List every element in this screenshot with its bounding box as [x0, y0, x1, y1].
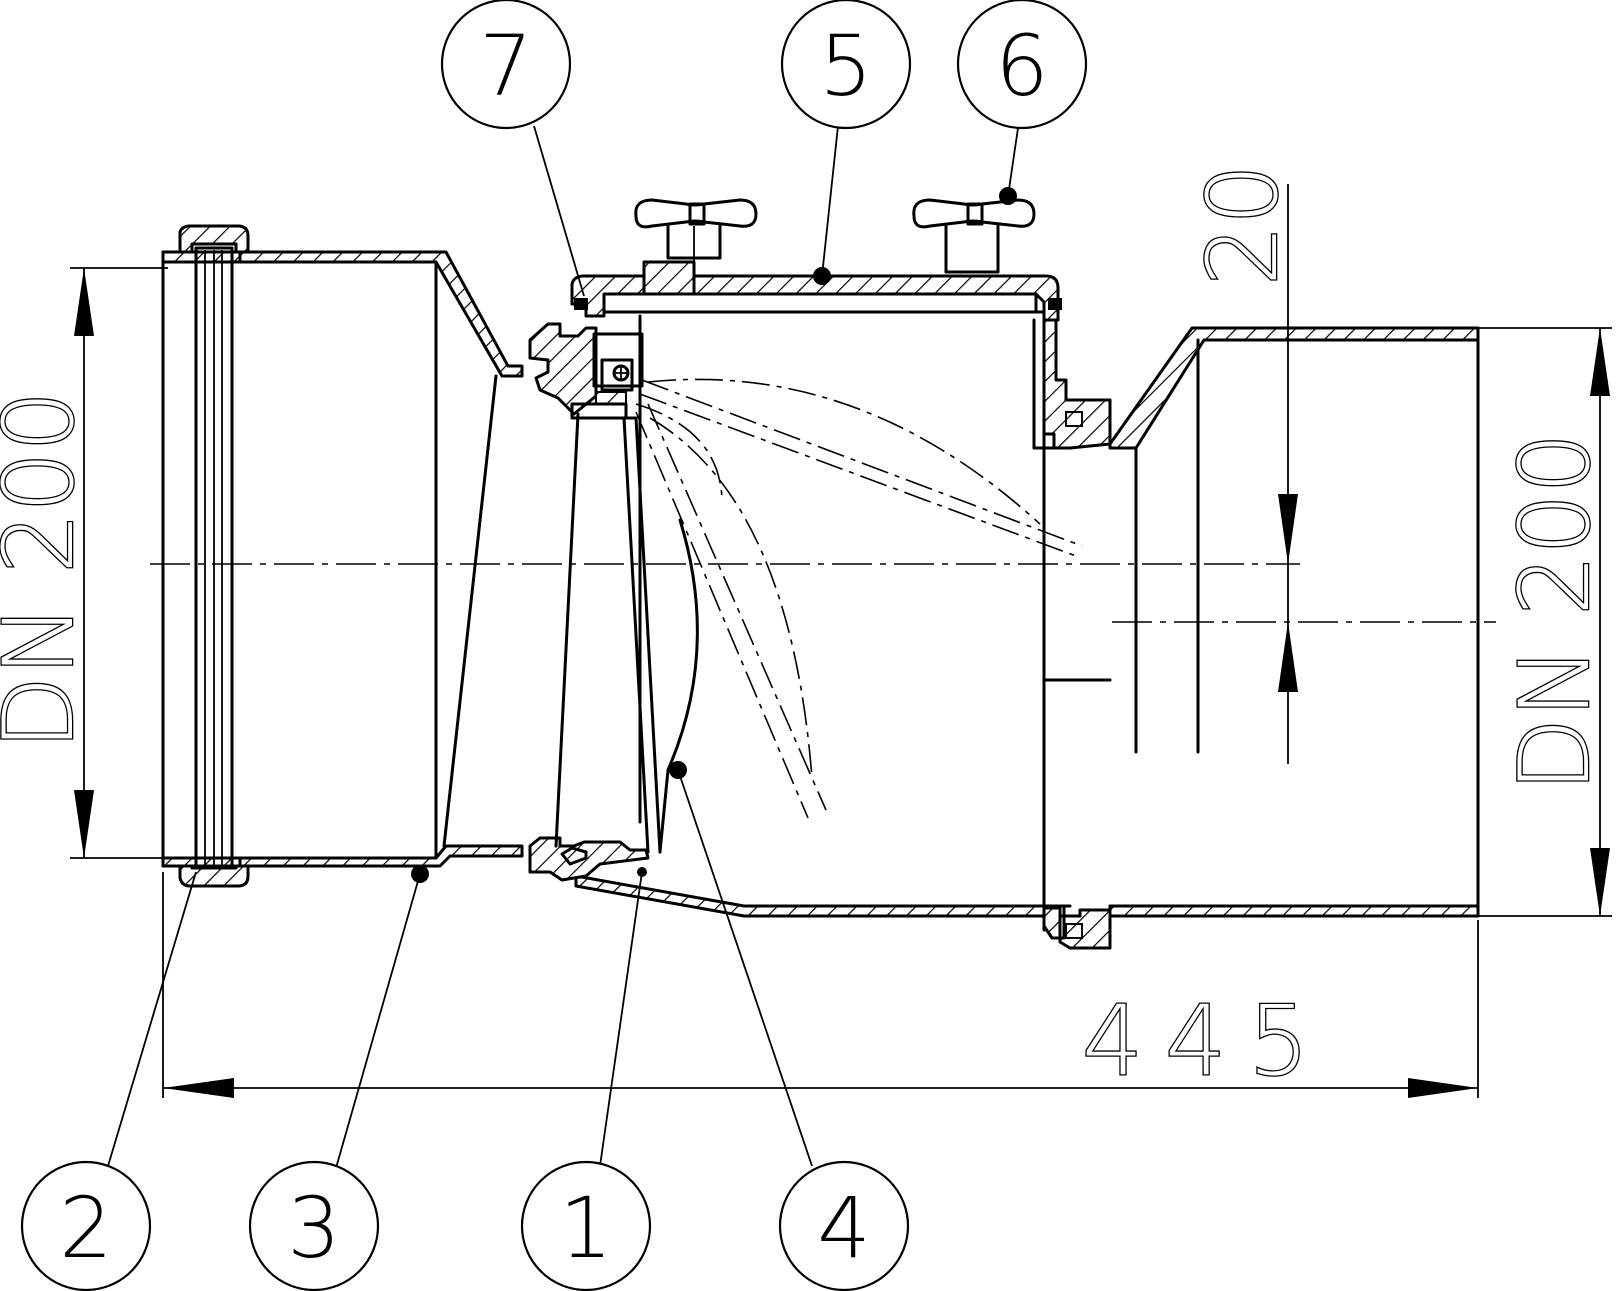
inlet-socket — [161, 224, 524, 888]
callout-2: 2 — [20, 1160, 152, 1291]
svg-text:3: 3 — [287, 1179, 340, 1277]
wing-nut-left — [634, 198, 758, 276]
dimension-right-dn — [1478, 327, 1612, 917]
valve-body — [570, 198, 1112, 950]
svg-text:1: 1 — [559, 1179, 612, 1277]
dim-offset-label: 20 — [1187, 164, 1299, 286]
svg-text:7: 7 — [479, 17, 532, 115]
callout-3: 3 — [248, 1160, 380, 1291]
callout-4: 4 — [778, 1160, 910, 1291]
callout-1: 1 — [520, 1160, 652, 1291]
callout-7: 7 — [440, 0, 572, 130]
svg-text:2: 2 — [59, 1179, 112, 1277]
sealing-ring — [194, 246, 234, 870]
wing-nut-right — [912, 198, 1036, 274]
flap-assembly — [528, 322, 1083, 882]
hinge-bracket — [600, 358, 634, 392]
dim-right-diameter-label: DN 200 — [1499, 433, 1611, 792]
leader-lines — [107, 125, 1019, 1169]
callout-5: 5 — [780, 0, 912, 130]
callout-6: 6 — [956, 0, 1088, 130]
svg-text:4: 4 — [817, 1179, 870, 1277]
dimension-left-dn — [70, 267, 168, 859]
dim-overall-length-label: 445 — [1082, 985, 1331, 1097]
dim-left-diameter-label: DN 200 — [0, 391, 95, 750]
svg-text:5: 5 — [819, 17, 872, 115]
dimension-offset — [1278, 184, 1298, 764]
svg-text:6: 6 — [995, 17, 1048, 115]
